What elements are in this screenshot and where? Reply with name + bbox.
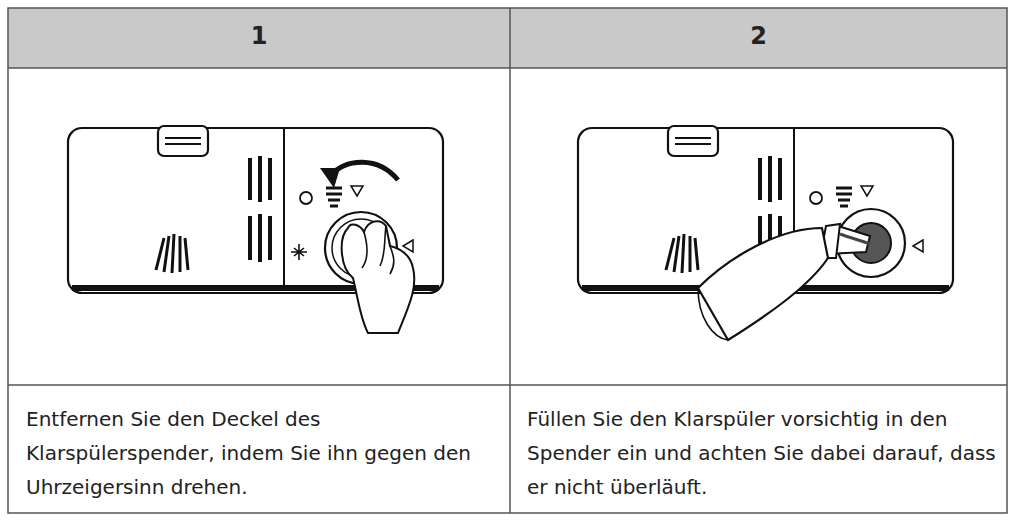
- instruction-text: Füllen Sie den Klarspüler vorsichtig in …: [527, 402, 997, 504]
- column-number: 1: [8, 22, 510, 50]
- column-number: 2: [510, 22, 1007, 50]
- instruction-text: Entfernen Sie den Deckel des Klarspülers…: [26, 402, 481, 504]
